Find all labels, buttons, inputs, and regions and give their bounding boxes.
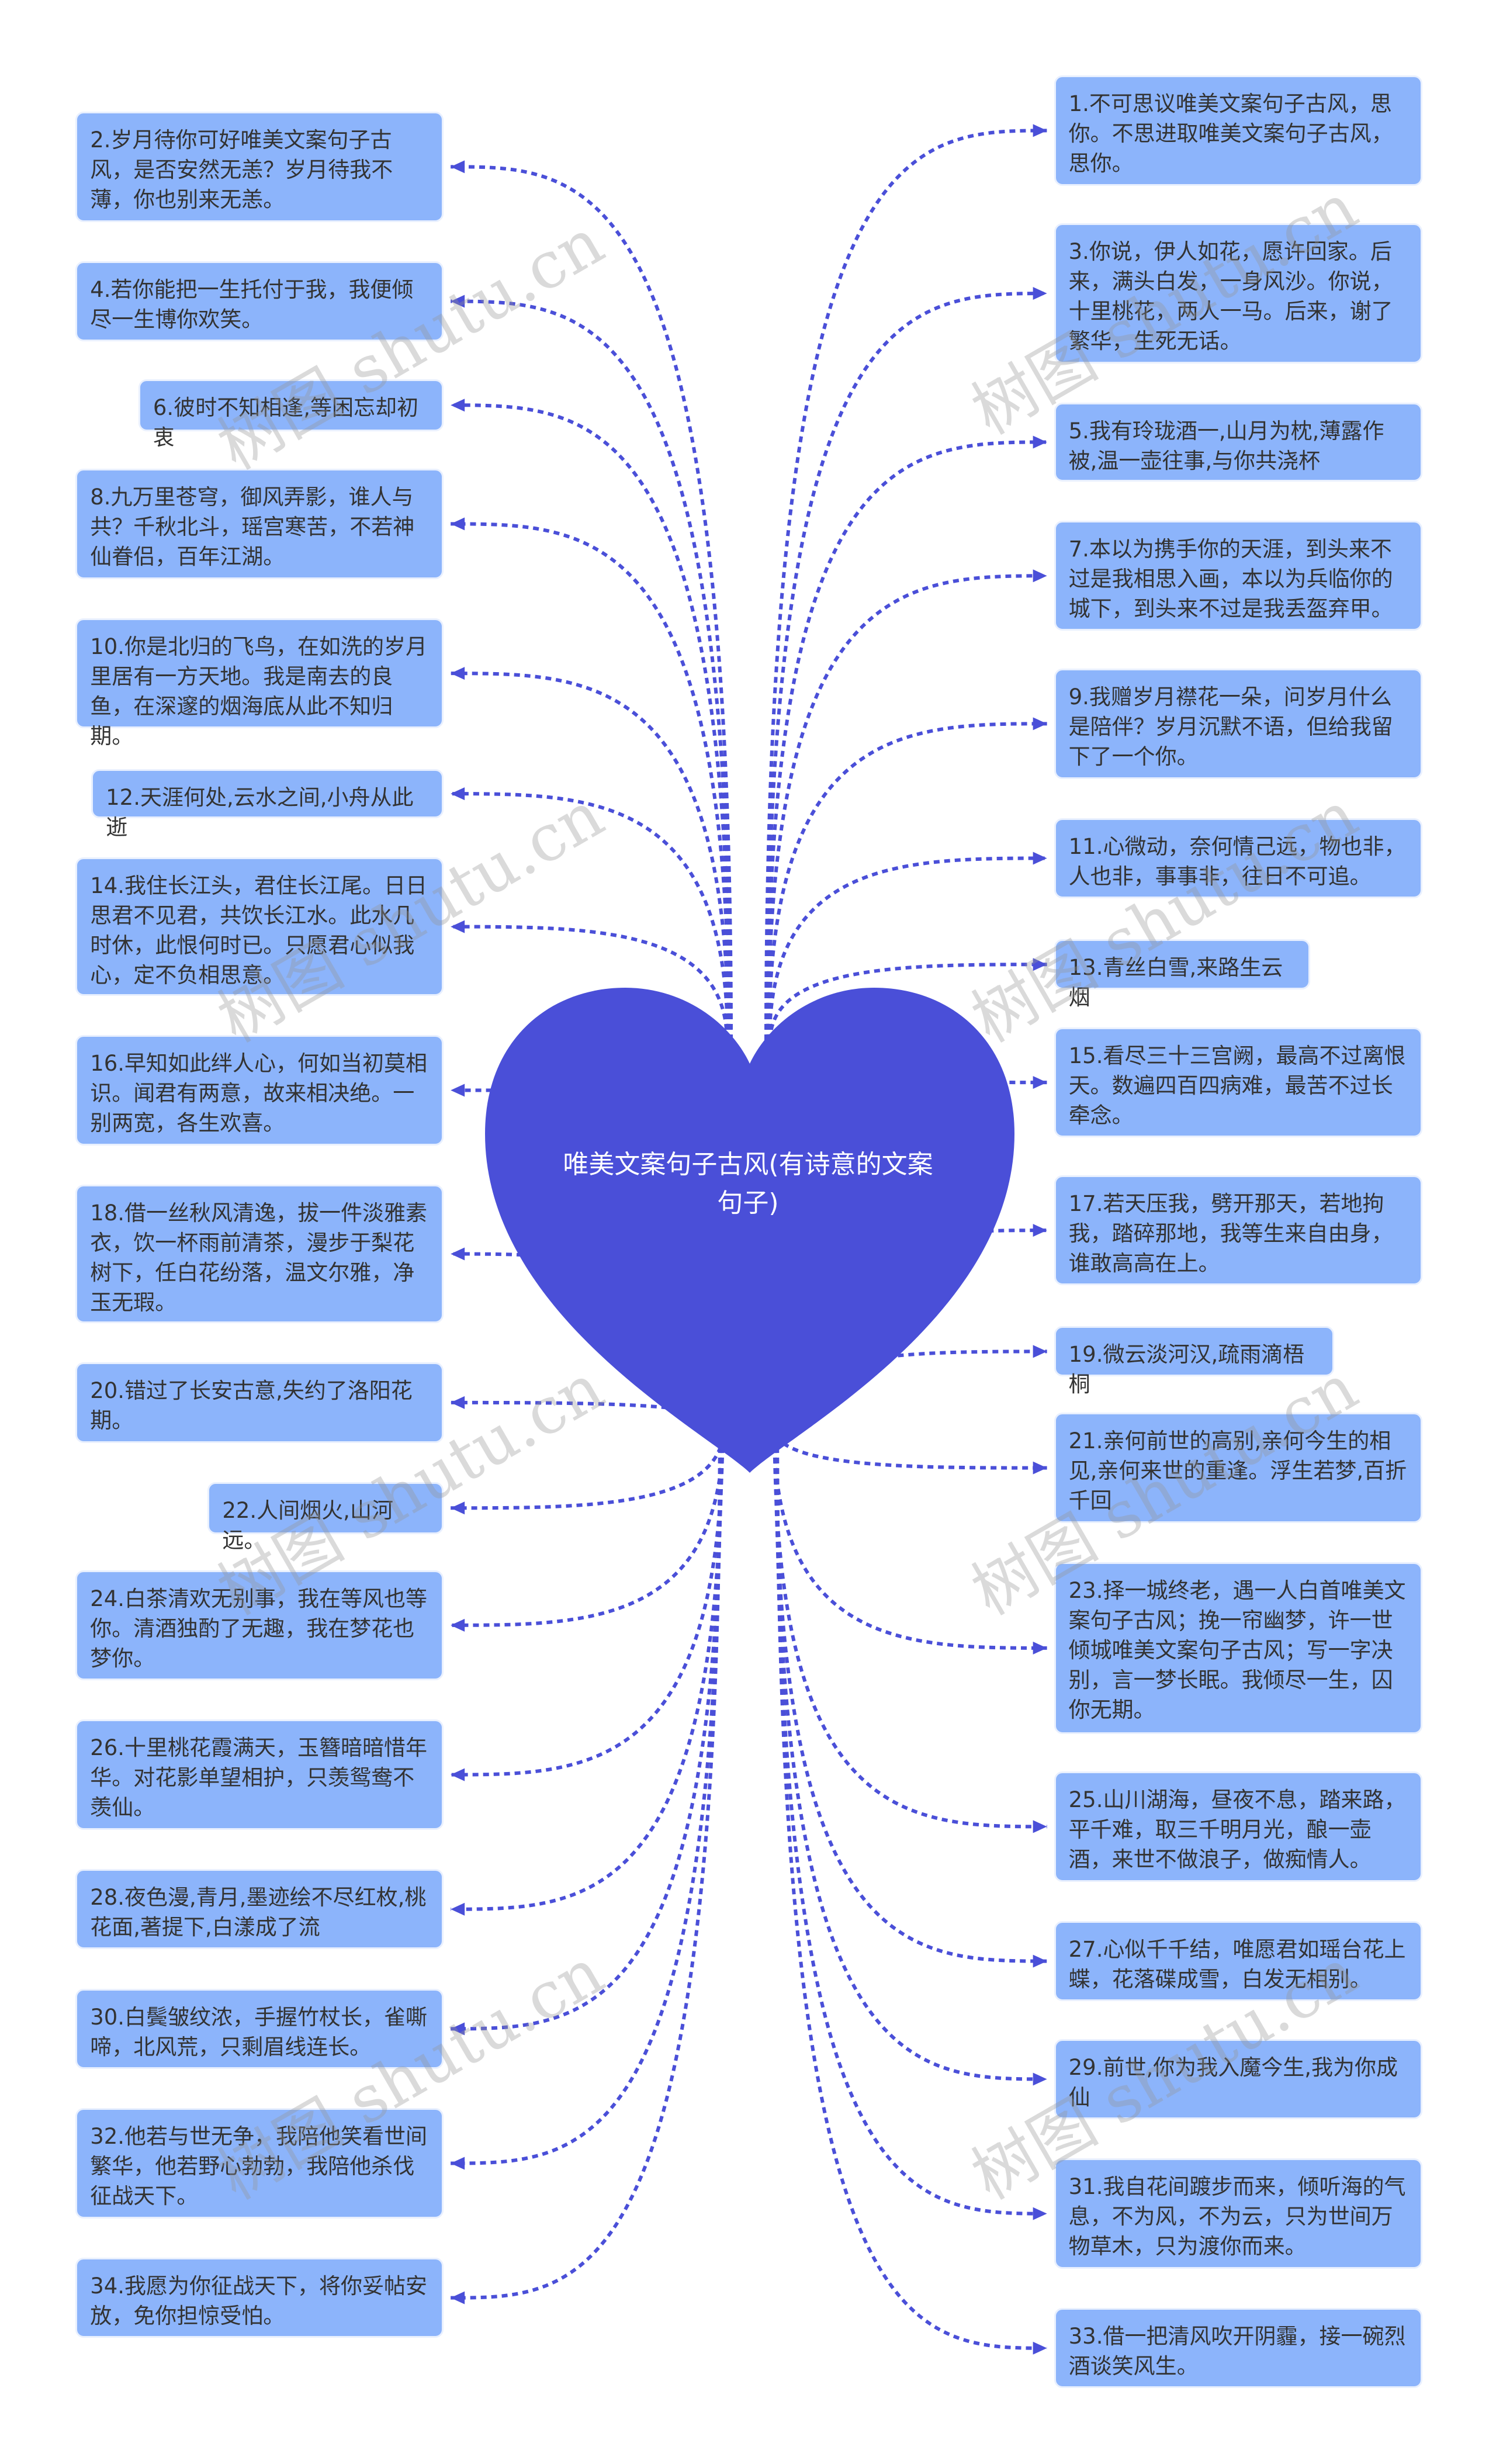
arrow-head-icon bbox=[451, 2291, 465, 2304]
arrow-head-icon bbox=[451, 787, 465, 801]
arrow-head-icon bbox=[1033, 2072, 1047, 2086]
arrow-head-icon bbox=[451, 1084, 465, 1097]
topic-node[interactable]: 30.白鬓皱纹浓，手握竹杖长，雀嘶啼，北风荒，只剩眉线连长。 bbox=[75, 1988, 444, 2069]
connector-line bbox=[451, 1425, 724, 1911]
connector-line bbox=[764, 129, 1047, 1041]
topic-node[interactable]: 29.前世,你为我入魔今生,我为你成仙 bbox=[1054, 2039, 1422, 2120]
connector-line bbox=[451, 165, 733, 1041]
arrow-head-icon bbox=[1033, 1954, 1047, 1968]
connector-line bbox=[771, 1425, 1047, 1470]
topic-node[interactable]: 21.亲何前世的高别,亲何今生的相见,亲何来世的重逢。浮生若梦,百折千回 bbox=[1054, 1413, 1422, 1523]
topic-node[interactable]: 2.岁月待你可好唯美文案句子古风，是否安然无恙？岁月待我不薄，你也别来无恙。 bbox=[75, 112, 444, 222]
arrow-head-icon bbox=[1033, 717, 1047, 731]
topic-node[interactable]: 11.心微动，奈何情己远，物也非，人也非，事事非，往日不可追。 bbox=[1054, 818, 1422, 899]
topic-node[interactable]: 31.我自花间踱步而来，倾听海的气息，不为风，不为云，只为世间万物草木，只为渡你… bbox=[1054, 2158, 1422, 2269]
connector-line bbox=[767, 722, 1047, 1041]
topic-node[interactable]: 32.他若与世无争，我陪他笑看世间繁华，他若野心勃勃，我陪他杀伐征战天下。 bbox=[75, 2108, 444, 2219]
arrow-head-icon bbox=[451, 1618, 465, 1632]
connector-line bbox=[451, 672, 730, 1041]
arrow-head-icon bbox=[1033, 435, 1047, 449]
connector-line bbox=[766, 574, 1047, 1041]
arrow-head-icon bbox=[451, 399, 465, 412]
arrow-head-icon bbox=[1033, 1641, 1047, 1655]
connector-line bbox=[772, 1425, 1047, 1650]
arrow-head-icon bbox=[1033, 852, 1047, 865]
topic-node[interactable]: 24.白茶清欢无别事，我在等风也等你。清酒独酌了无趣，我在梦花也梦你。 bbox=[75, 1570, 444, 1681]
topic-node[interactable]: 10.你是北归的飞鸟，在如洗的岁月里居有一方天地。我是南去的良鱼，在深邃的烟海底… bbox=[75, 618, 444, 749]
topic-node[interactable]: 7.本以为携手你的天涯，到头来不过是我相思入画，本以为兵临你的城下，到头来不过是… bbox=[1054, 521, 1422, 631]
connector-line bbox=[765, 292, 1047, 1041]
arrow-head-icon bbox=[451, 160, 465, 174]
connector-line bbox=[451, 1425, 725, 1777]
connector-line bbox=[451, 299, 732, 1041]
topic-node[interactable]: 16.早知如此绊人心，何如当初莫相识。闻君有两意，故来相决绝。一别两宽，各生欢喜… bbox=[75, 1035, 444, 1146]
center-heart bbox=[485, 988, 1014, 1473]
connector-line bbox=[451, 1425, 725, 1627]
topic-node[interactable]: 22.人间烟火,山河远。 bbox=[207, 1482, 444, 1553]
center-topic[interactable]: 唯美文案句子古风(有诗意的文案句子) bbox=[563, 1150, 933, 1218]
arrow-head-icon bbox=[1033, 287, 1047, 300]
arrow-head-icon bbox=[1033, 1224, 1047, 1237]
arrow-head-icon bbox=[451, 667, 465, 680]
connector-line bbox=[451, 1425, 722, 2165]
topic-node[interactable]: 8.九万里苍穹，御风弄影，谁人与共？千秋北斗，瑶宫寒苦，不若神仙眷侣，百年江湖。 bbox=[75, 469, 444, 579]
topic-node[interactable]: 1.不可思议唯美文案句子古风，思你。不思进取唯美文案句子古风，思你。 bbox=[1054, 75, 1422, 186]
arrow-head-icon bbox=[451, 295, 465, 308]
connector-line bbox=[766, 440, 1047, 1041]
topic-node[interactable]: 17.若天压我，劈开那天，若地拘我，踏碎那地，我等生来自由身，谁敢高高在上。 bbox=[1054, 1175, 1422, 1286]
arrow-head-icon bbox=[451, 517, 465, 531]
topic-node[interactable]: 13.青丝白雪,来路生云烟 bbox=[1054, 939, 1311, 1010]
connector-line bbox=[451, 522, 731, 1041]
topic-node[interactable]: 9.我赠岁月襟花一朵，问岁月什么是陪伴？岁月沉默不语，但给我留下了一个你。 bbox=[1054, 669, 1422, 779]
topic-node[interactable]: 18.借一丝秋风清逸，拔一件淡雅素衣，饮一杯雨前清茶，漫步于梨花树下，任白花纷落… bbox=[75, 1185, 444, 1323]
arrow-head-icon bbox=[1033, 569, 1047, 583]
topic-node[interactable]: 6.彼时不知相逢,等困忘却初衷 bbox=[138, 379, 444, 450]
arrow-head-icon bbox=[1033, 1461, 1047, 1475]
topic-node[interactable]: 33.借一把清风吹开阴霾，接一碗烈酒谈笑风生。 bbox=[1054, 2308, 1422, 2389]
arrow-head-icon bbox=[1033, 1820, 1047, 1833]
connector-line bbox=[775, 1425, 1047, 2216]
connector-line bbox=[768, 963, 1047, 1041]
arrow-head-icon bbox=[1033, 958, 1047, 971]
arrow-head-icon bbox=[451, 2022, 465, 2036]
connector-line bbox=[451, 1425, 723, 2031]
topic-node[interactable]: 5.我有玲珑酒一,山月为枕,薄露作被,温一壶往事,与你共浇杯 bbox=[1054, 403, 1422, 482]
connector-line bbox=[773, 1425, 1047, 1963]
arrow-head-icon bbox=[1033, 1076, 1047, 1089]
connector-line bbox=[451, 792, 729, 1041]
arrow-head-icon bbox=[451, 2157, 465, 2170]
arrow-head-icon bbox=[451, 1396, 465, 1409]
arrow-head-icon bbox=[1033, 2341, 1047, 2355]
topic-node[interactable]: 12.天涯何处,云水之间,小舟从此逝 bbox=[91, 769, 444, 840]
connector-line bbox=[775, 1425, 1047, 2350]
arrow-head-icon bbox=[1033, 1345, 1047, 1358]
topic-node[interactable]: 20.错过了长安古意,失约了洛阳花期。 bbox=[75, 1362, 444, 1443]
arrow-head-icon bbox=[451, 1768, 465, 1781]
connector-line bbox=[774, 1425, 1047, 2081]
connector-line bbox=[451, 1425, 726, 1510]
connector-line bbox=[768, 856, 1047, 1041]
arrow-head-icon bbox=[451, 1501, 465, 1515]
connector-line bbox=[451, 1425, 722, 2300]
topic-node[interactable]: 23.择一城终老，遇一人白首唯美文案句子古风；挽一帘幽梦，许一世倾城唯美文案句子… bbox=[1054, 1562, 1422, 1734]
connector-line bbox=[451, 403, 732, 1041]
topic-node[interactable]: 27.心似千千结，唯愿君如瑶台花上蝶，花落碟成雪，白发无相别。 bbox=[1054, 1920, 1422, 2002]
topic-node[interactable]: 34.我愿为你征战天下，将你妥帖安放，免你担惊受怕。 bbox=[75, 2258, 444, 2338]
arrow-head-icon bbox=[1033, 124, 1047, 137]
arrow-head-icon bbox=[1033, 2207, 1047, 2220]
arrow-head-icon bbox=[451, 1247, 465, 1261]
topic-node[interactable]: 25.山川湖海，昼夜不息，踏来路，平千难，取三千明月光，酿一壶酒，来世不做浪子，… bbox=[1054, 1771, 1422, 1882]
topic-node[interactable]: 3.你说，伊人如花，愿许回家。后来，满头白发，一身风沙。你说，十里桃花，两人一马… bbox=[1054, 223, 1422, 364]
topic-node[interactable]: 28.夜色漫,青月,墨迹绘不尽红枚,桃花面,著提下,白漾成了流 bbox=[75, 1869, 444, 1950]
arrow-head-icon bbox=[451, 920, 465, 933]
arrow-head-icon bbox=[451, 1902, 465, 1916]
topic-node[interactable]: 19.微云淡河汉,疏雨滴梧桐 bbox=[1054, 1326, 1334, 1397]
topic-node[interactable]: 26.十里桃花霞满天，玉簪暗暗惜年华。对花影单望相护，只羡鸳鸯不羡仙。 bbox=[75, 1719, 444, 1830]
topic-node[interactable]: 14.我住长江头，君住长江尾。日日思君不见君，共饮长江水。此水几时休，此恨何时已… bbox=[75, 857, 444, 996]
topic-node[interactable]: 15.看尽三十三宫阙，最高不过离恨天。数遍四百四病难，最苦不过长牵念。 bbox=[1054, 1027, 1422, 1138]
connector-line bbox=[773, 1425, 1047, 1829]
connector-line bbox=[451, 925, 729, 1041]
topic-node[interactable]: 4.若你能把一生托付于我，我便倾尽一生博你欢笑。 bbox=[75, 261, 444, 342]
